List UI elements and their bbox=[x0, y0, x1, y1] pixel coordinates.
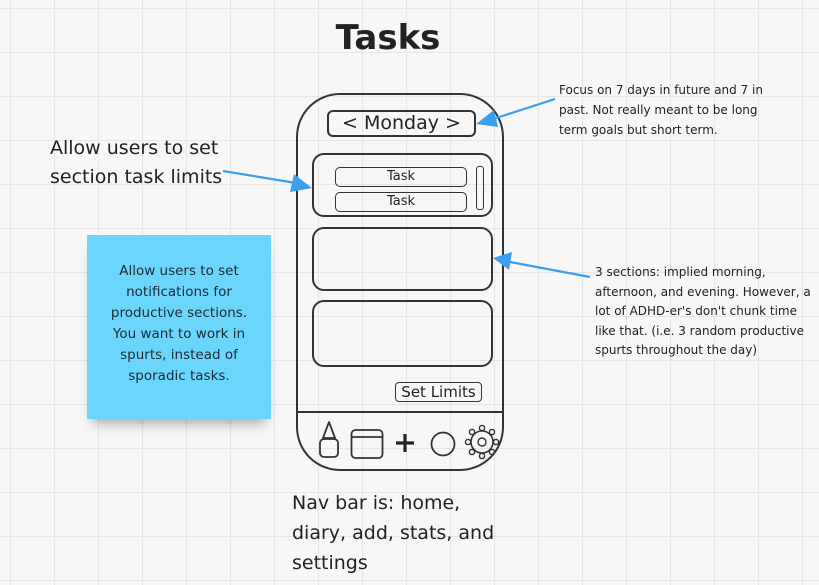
arrow-day-range bbox=[489, 97, 556, 122]
task-item[interactable]: Task bbox=[335, 167, 467, 187]
day-selector-button[interactable]: < Monday > bbox=[327, 110, 476, 137]
arrow-section-limits bbox=[222, 169, 297, 185]
evening-section[interactable] bbox=[312, 300, 493, 367]
arrow-section-limits-head bbox=[290, 174, 312, 192]
home-icon[interactable] bbox=[317, 420, 341, 460]
diary-icon[interactable] bbox=[350, 428, 384, 460]
nav-bar-annotation: Nav bar is: home, diary, add, stats, and… bbox=[292, 492, 495, 574]
add-icon[interactable] bbox=[394, 432, 416, 454]
sticky-note: Allow users to set notifications for pro… bbox=[87, 235, 271, 419]
section-scrollbar[interactable] bbox=[476, 166, 484, 210]
arrow-sections-explained bbox=[509, 260, 591, 279]
phone-frame bbox=[296, 93, 504, 471]
settings-icon[interactable] bbox=[464, 424, 500, 460]
page-title: Tasks bbox=[335, 18, 441, 58]
sections-annotation: 3 sections: implied morning, afternoon, … bbox=[595, 265, 811, 357]
afternoon-section[interactable] bbox=[312, 227, 493, 291]
arrow-sections-explained-head bbox=[493, 252, 512, 270]
section-limits-annotation: Allow users to set section task limits bbox=[50, 137, 223, 188]
arrow-day-range-head bbox=[476, 110, 498, 127]
day-range-annotation: Focus on 7 days in future and 7 in past.… bbox=[559, 83, 763, 137]
task-item[interactable]: Task bbox=[335, 192, 467, 212]
morning-section[interactable] bbox=[312, 153, 493, 217]
nav-bar bbox=[296, 411, 504, 471]
stats-icon[interactable] bbox=[429, 430, 457, 458]
set-limits-button[interactable]: Set Limits bbox=[395, 382, 482, 402]
